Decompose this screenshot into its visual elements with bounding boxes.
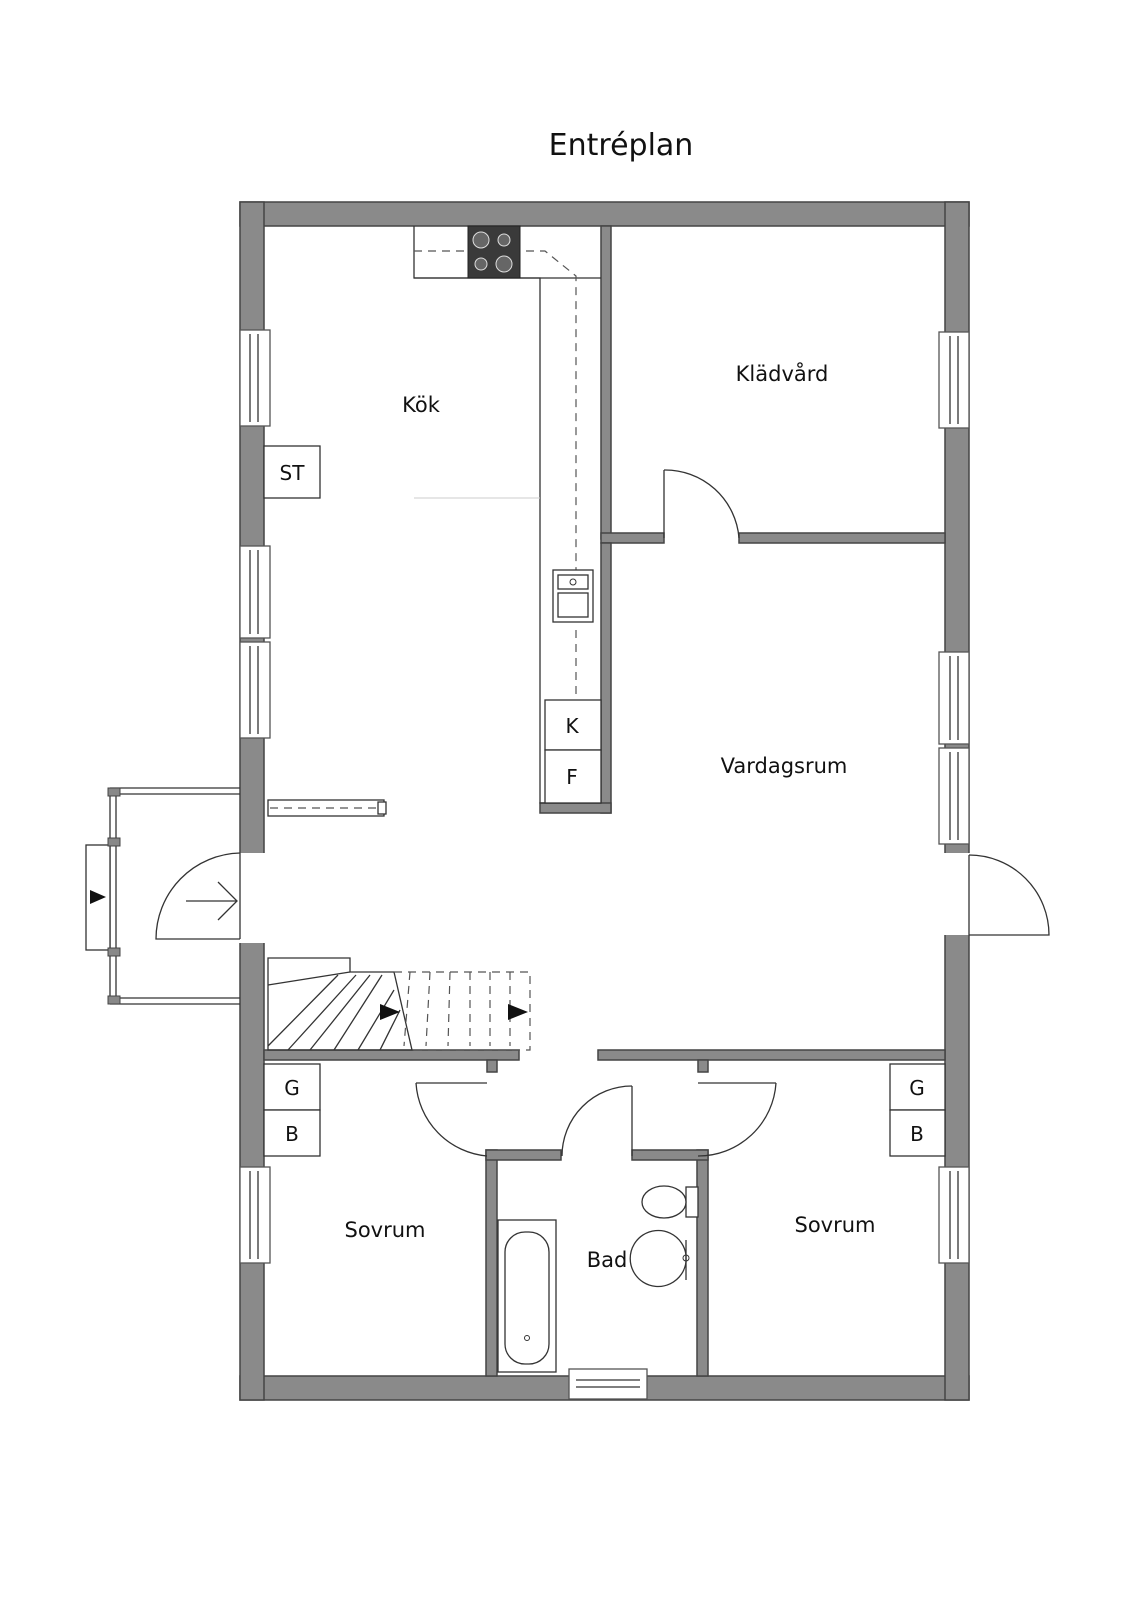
fixture-label-b-right: B: [910, 1122, 924, 1146]
bathroom-fixtures: [497, 1185, 699, 1373]
door-openings: [238, 853, 971, 943]
room-label-sovrum-left: Sovrum: [344, 1218, 425, 1242]
wardrobes: [263, 1063, 946, 1157]
fixture-label-st: ST: [280, 461, 306, 485]
fixture-label-g-right: G: [909, 1076, 925, 1100]
fixture-label-f: F: [566, 765, 578, 789]
room-label-sovrum-right: Sovrum: [794, 1213, 875, 1237]
staircase: [267, 957, 531, 1051]
room-label-kok: Kök: [402, 393, 441, 417]
fixture-label-g-left: G: [284, 1076, 300, 1100]
windows: [239, 329, 970, 1400]
fixture-label-b-left: B: [285, 1122, 299, 1146]
window-panes: [249, 334, 959, 1259]
plan-title: Entréplan: [549, 128, 694, 163]
doors: [155, 469, 1050, 1157]
room-label-vardagsrum: Vardagsrum: [721, 754, 848, 778]
porch: [85, 787, 240, 1005]
kitchen-counters: [263, 225, 602, 804]
fixture-label-k: K: [565, 714, 579, 738]
wall-shelf: [267, 799, 387, 817]
room-label-kladvard: Klädvård: [736, 361, 829, 386]
room-label-bad: Bad: [587, 1248, 628, 1272]
